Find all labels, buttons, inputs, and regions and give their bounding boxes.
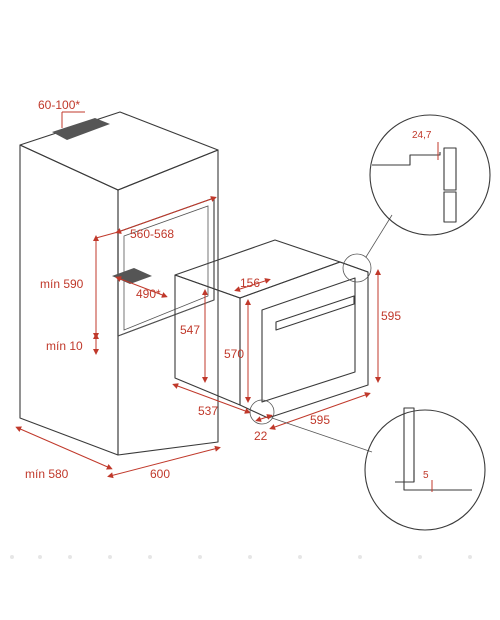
- label-detail-bottom: 5: [423, 470, 429, 481]
- detail-bottom: [364, 407, 486, 531]
- label-cabinet-width: 600: [150, 467, 170, 481]
- detail-markers: [249, 214, 393, 453]
- label-min-depth: mín 580: [25, 467, 69, 481]
- dimension-lines: [15, 111, 381, 479]
- label-oven-22: 22: [254, 429, 268, 443]
- label-niche-width: 560-568: [130, 227, 174, 241]
- label-oven-547: 547: [180, 323, 200, 337]
- label-oven-570: 570: [224, 347, 244, 361]
- detail-top: [369, 114, 491, 236]
- oven: [174, 239, 369, 419]
- footer-dots: [10, 555, 472, 559]
- label-detail-top: 24,7: [412, 130, 432, 141]
- oven-door: [261, 277, 356, 403]
- label-min-height: mín 590: [40, 277, 84, 291]
- label-depth-490: 490*: [136, 287, 161, 301]
- label-oven-top-depth: 156: [240, 276, 260, 290]
- label-top-vent: 60-100*: [38, 98, 80, 112]
- niche-opening: [117, 197, 215, 337]
- label-min-bottom: mín 10: [46, 339, 83, 353]
- oven-handle: [275, 295, 355, 331]
- label-oven-height: 595: [381, 309, 401, 323]
- vent-slot: [52, 118, 110, 140]
- label-oven-width: 595: [310, 413, 330, 427]
- label-oven-depth: 537: [198, 404, 218, 418]
